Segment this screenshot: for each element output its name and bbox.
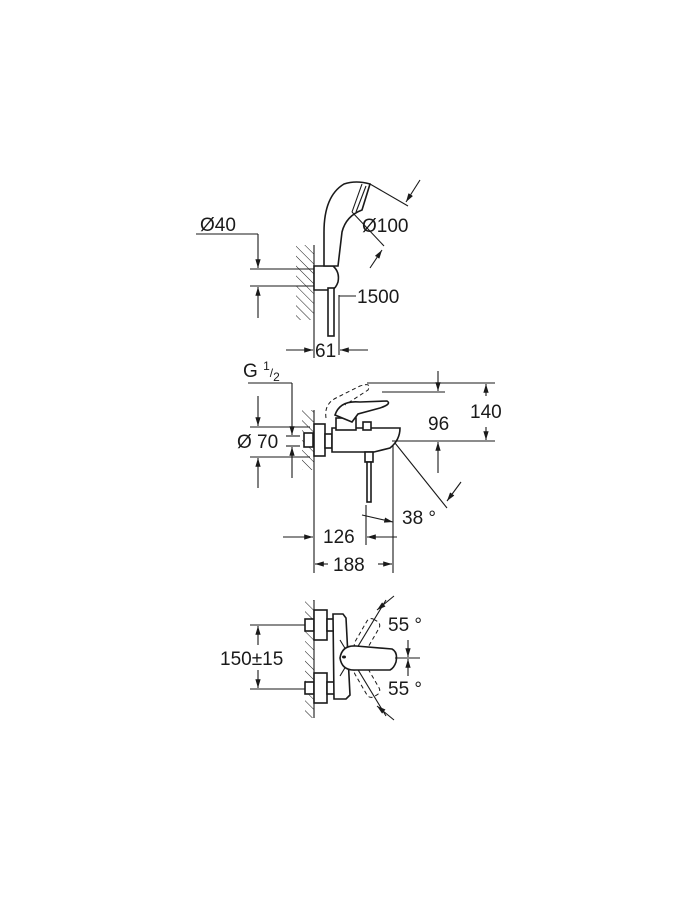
lever-angle-down-label: 55 ° (388, 679, 422, 700)
thread-label: G 1/2 (243, 359, 280, 384)
diverter-knob (362, 421, 372, 431)
hand-shower (323, 181, 372, 267)
holder-projection-label: 61 (315, 341, 336, 362)
holder-diameter-label: Ø40 (200, 215, 236, 236)
shower-holder (313, 265, 340, 291)
wall-hatch (296, 245, 314, 320)
spout-angle-label: 38 ° (402, 508, 436, 529)
total-height-label: 140 (470, 402, 502, 423)
rosette-bottom (313, 672, 328, 704)
shower-hose (327, 287, 335, 337)
connector-nut (303, 432, 314, 448)
mixer-body (331, 427, 401, 453)
hose-outlet (366, 461, 372, 503)
total-depth-label: 188 (333, 555, 365, 576)
lever-handle-raised (325, 384, 370, 419)
eccentric (324, 433, 333, 449)
rosette-diameter-label: Ø 70 (237, 432, 278, 453)
side-view: G 1/2 Ø 70 96 140 (237, 359, 502, 576)
top-view: 55 ° 55 ° 150±15 (220, 595, 422, 721)
connection-spacing-label: 150±15 (220, 649, 283, 670)
rosette-top (313, 609, 328, 641)
spout-height-label: 96 (428, 414, 449, 435)
hose-length-label: 1500 (357, 287, 399, 308)
wall-hatch (305, 600, 314, 718)
outlet-distance-label: 126 (323, 527, 355, 548)
lever-top (339, 645, 398, 671)
lever-handle (334, 400, 390, 423)
rosette (313, 423, 326, 457)
lever-angle-up-label: 55 ° (388, 615, 422, 636)
shower-head-diameter-label: Ø100 (362, 216, 408, 237)
hand-shower-view: Ø40 Ø100 1500 61 (196, 179, 421, 362)
